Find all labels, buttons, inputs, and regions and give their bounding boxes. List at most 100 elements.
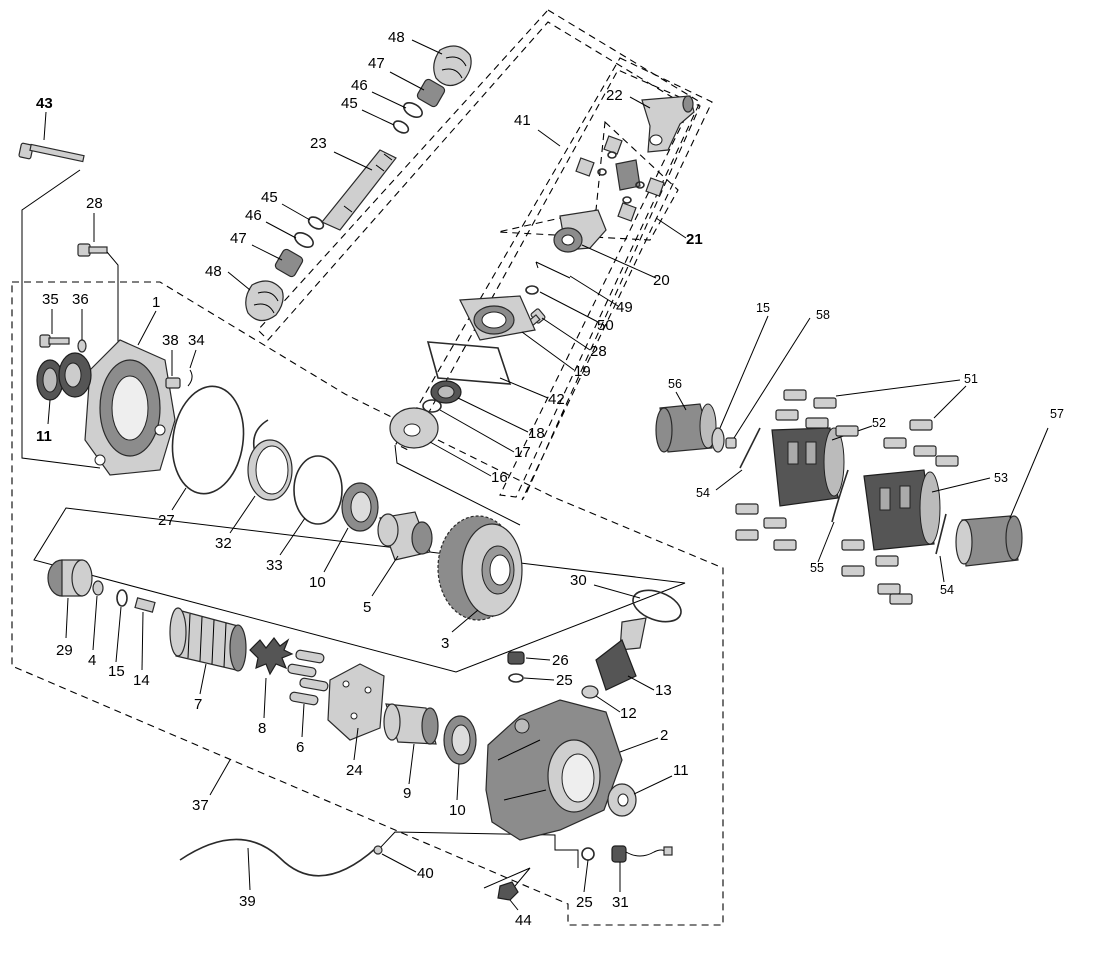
label-41: 41 <box>514 112 531 129</box>
yoke-20 <box>553 209 607 253</box>
bearing-10-lower <box>443 715 477 765</box>
label-25-top: 25 <box>556 672 573 689</box>
leader-47-bottom <box>251 244 283 261</box>
bolt-35 <box>39 334 70 348</box>
label-37: 37 <box>192 797 209 814</box>
label-2: 2 <box>660 727 668 744</box>
leader-56 <box>675 391 687 411</box>
bolt-43 <box>18 142 85 163</box>
label-23: 23 <box>310 135 327 152</box>
label-46-bottom: 46 <box>245 207 262 224</box>
washer-46-bottom <box>294 231 314 249</box>
pin-49 <box>535 261 571 279</box>
label-47-bottom: 47 <box>230 230 247 247</box>
bearing-10-upper <box>341 482 379 532</box>
label-29: 29 <box>56 642 73 659</box>
oring-30 <box>632 589 682 623</box>
label-13: 13 <box>655 682 672 699</box>
leader-54-left <box>715 469 743 491</box>
leader-28-to-cover <box>106 251 119 345</box>
leader-2 <box>619 737 659 753</box>
washer-4 <box>92 580 104 596</box>
leader-24 <box>353 727 359 761</box>
leader-12 <box>595 695 621 713</box>
leader-7 <box>199 663 207 695</box>
clip-34 <box>187 369 193 387</box>
boot-48-top <box>433 45 472 87</box>
label-36: 36 <box>72 291 89 308</box>
label-38: 38 <box>162 332 179 349</box>
leader-11-right <box>633 775 673 795</box>
sleeve-5 <box>377 511 433 561</box>
leader-3 <box>451 609 479 633</box>
label-14: 14 <box>133 672 150 689</box>
pin-14 <box>134 597 156 613</box>
leader-37 <box>209 759 231 796</box>
hose-39 <box>179 838 377 877</box>
leader-45-bottom <box>281 203 311 221</box>
label-54-left: 54 <box>696 486 710 500</box>
leader-46-bottom <box>265 221 297 239</box>
label-15-inset: 15 <box>756 301 770 315</box>
leader-1 <box>137 310 157 346</box>
label-49: 49 <box>616 299 633 316</box>
label-45-top: 45 <box>341 95 358 112</box>
leader-21 <box>655 217 687 239</box>
seal-18 <box>430 380 462 404</box>
gasket-24 <box>327 663 385 741</box>
label-53: 53 <box>994 471 1008 485</box>
leader-18 <box>457 397 529 433</box>
label-11-left: 11 <box>36 428 52 445</box>
housing-2 <box>485 699 623 841</box>
housing-group-outline <box>11 281 724 926</box>
label-35: 35 <box>42 291 59 308</box>
washer-46-top <box>403 101 423 119</box>
leader-15-inset <box>719 315 769 429</box>
label-48-bottom: 48 <box>205 263 222 280</box>
sensor-40-leader <box>379 831 579 868</box>
label-26: 26 <box>552 652 569 669</box>
label-40: 40 <box>417 865 434 882</box>
leader-25-top <box>523 677 555 681</box>
washer-16 <box>389 407 439 449</box>
leader-8 <box>263 677 267 719</box>
leader-46-top <box>371 91 407 109</box>
hub-57 <box>955 515 1023 567</box>
label-10-upper: 10 <box>309 574 326 591</box>
label-1: 1 <box>152 294 160 311</box>
rollers-6 <box>287 649 329 706</box>
nut-44 <box>497 881 519 901</box>
leader-58 <box>733 317 811 439</box>
label-24: 24 <box>346 762 363 779</box>
label-50: 50 <box>597 317 614 334</box>
label-28-left: 28 <box>86 195 103 212</box>
boot-48-bottom <box>245 280 284 322</box>
leader-4 <box>92 595 98 651</box>
leader-26 <box>525 657 551 661</box>
leader-13 <box>627 675 655 691</box>
label-22: 22 <box>606 87 623 104</box>
leader-34 <box>189 349 197 369</box>
label-28-right: 28 <box>590 343 607 360</box>
washer-11-right <box>607 783 637 817</box>
leader-43 <box>43 111 47 141</box>
label-48-top: 48 <box>388 29 405 46</box>
seal-11-left <box>36 359 64 401</box>
leader-6 <box>301 703 305 738</box>
leader-42 <box>499 377 549 399</box>
leader-48-bottom <box>227 271 251 291</box>
label-54-right: 54 <box>940 583 954 597</box>
label-42: 42 <box>548 391 565 408</box>
washer-25-top <box>508 673 524 683</box>
clip-45-top <box>392 120 410 134</box>
label-16: 16 <box>491 469 508 486</box>
leader-14 <box>141 611 144 671</box>
leader-30 <box>593 584 641 599</box>
ring-gear-3 <box>437 515 523 621</box>
cage-7 <box>169 607 247 672</box>
clip-55 <box>831 469 849 523</box>
ujoint-cross-21 <box>575 135 665 222</box>
cage-53 <box>863 469 941 551</box>
bolt-43-bracket <box>21 169 101 469</box>
leader-45-top <box>361 109 395 126</box>
